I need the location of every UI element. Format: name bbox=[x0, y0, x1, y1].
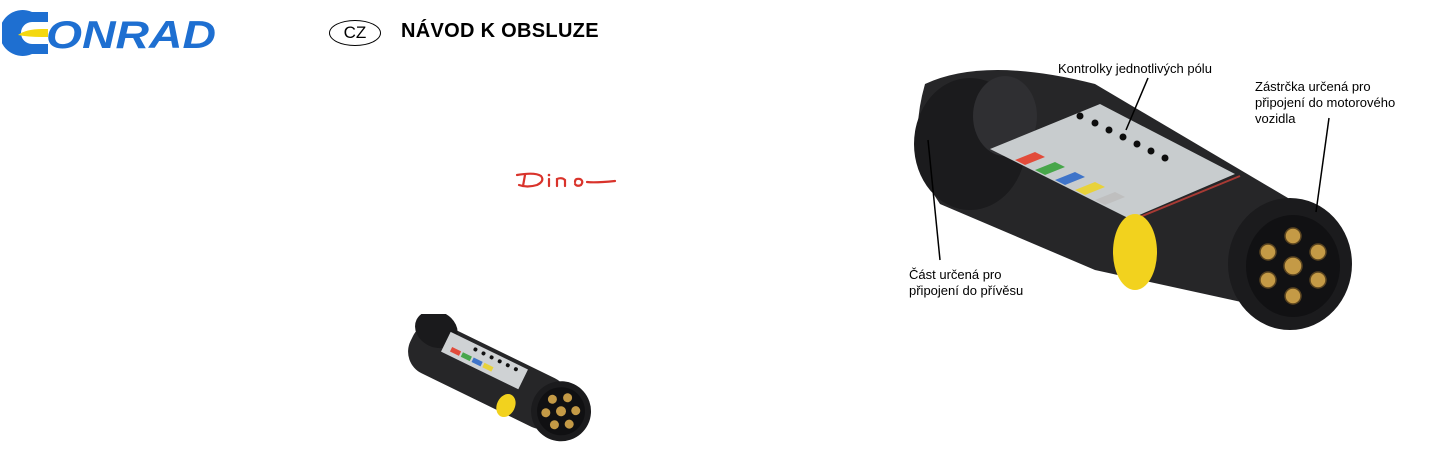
color-labels bbox=[1015, 152, 1125, 205]
label-line: připojení do přívěsu bbox=[909, 283, 1024, 298]
language-badge: CZ bbox=[329, 20, 381, 46]
indicator-lights bbox=[1076, 112, 1169, 162]
red-stripe bbox=[1134, 175, 1241, 220]
logo-c-shape bbox=[2, 10, 48, 56]
dino-logo bbox=[515, 172, 617, 188]
label-line: připojení do motorového bbox=[1255, 95, 1396, 110]
product-photo-large bbox=[914, 70, 1352, 330]
document-title: NÁVOD K OBSLUZE bbox=[401, 20, 599, 42]
logo-yellow-swoosh bbox=[18, 29, 48, 37]
label-line: Část určená pro bbox=[909, 267, 1002, 282]
conrad-logo: ONRAD bbox=[2, 10, 216, 57]
yellow-button bbox=[1113, 214, 1157, 290]
product-photo-small bbox=[408, 314, 592, 442]
label-line: vozidla bbox=[1255, 111, 1296, 126]
label-line: Zástrčka určená pro bbox=[1255, 79, 1371, 94]
label-trailer-part: Část určená pro připojení do přívěsu bbox=[909, 267, 1023, 299]
label-indicator-lights: Kontrolky jednotlivých pólu bbox=[1058, 61, 1212, 76]
logo-wordmark: ONRAD bbox=[46, 14, 216, 57]
label-vehicle-plug: Zástrčka určená pro připojení do motorov… bbox=[1255, 79, 1395, 127]
plug-pins bbox=[1259, 227, 1327, 305]
pole-label-panel bbox=[990, 104, 1235, 219]
